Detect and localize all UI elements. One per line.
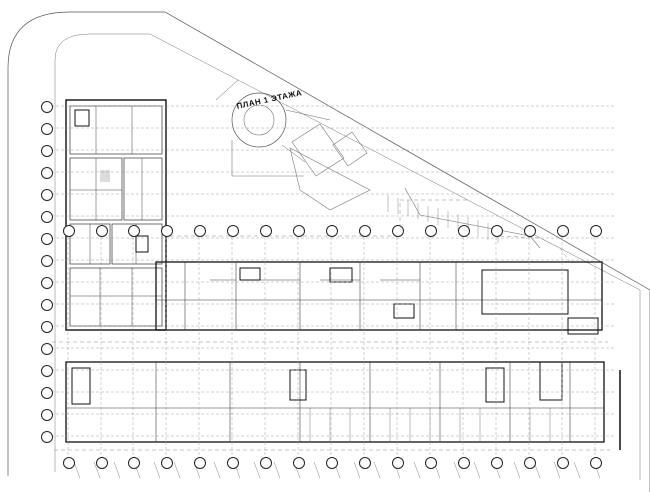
upper-horizontal-wing: [155, 261, 603, 335]
grid-bubble-left-10: [41, 299, 53, 311]
grid-bubble-top-12: [425, 225, 437, 237]
grid-bubble-top-2: [96, 225, 108, 237]
grid-bubble-top-5: [194, 225, 206, 237]
grid-bubble-bottom-8: [293, 457, 305, 469]
landscape-paths: [231, 123, 541, 249]
grid-bubble-bottom-11: [392, 457, 404, 469]
grid-bubble-top-17: [590, 225, 602, 237]
grid-bubble-bottom-17: [590, 457, 602, 469]
grid-bubble-top-1: [63, 225, 75, 237]
grid-bubble-bottom-15: [524, 457, 536, 469]
grid-bubble-bottom-2: [96, 457, 108, 469]
grid-bubble-top-7: [260, 225, 272, 237]
grid-bubble-bottom-9: [326, 457, 338, 469]
grid-bubble-left-15: [41, 409, 53, 421]
grid-bubble-top-13: [458, 225, 470, 237]
grid-bubble-left-6: [41, 211, 53, 223]
site-dashed-lines: [52, 199, 610, 451]
grid-bubble-top-9: [326, 225, 338, 237]
grid-bubble-top-3: [128, 225, 140, 237]
bottom-parking-stalls: [73, 461, 601, 479]
grid-bubble-bottom-16: [557, 457, 569, 469]
grid-bubble-bottom-12: [425, 457, 437, 469]
grid-bubble-left-2: [41, 123, 53, 135]
grid-bubble-top-8: [293, 225, 305, 237]
grid-bubble-top-6: [227, 225, 239, 237]
grid-bubble-bottom-6: [227, 457, 239, 469]
left-wing-building: [65, 99, 167, 331]
grid-bubble-left-13: [41, 365, 53, 377]
grid-bubble-left-5: [41, 189, 53, 201]
grid-bubble-bottom-5: [194, 457, 206, 469]
grid-bubble-top-15: [524, 225, 536, 237]
grid-bubble-left-1: [41, 101, 53, 113]
column-grid: [46, 105, 616, 462]
grid-bubble-left-12: [41, 343, 53, 355]
grid-bubble-bottom-4: [161, 457, 173, 469]
parking-stripes: [387, 195, 499, 243]
grid-bubble-top-4: [161, 225, 173, 237]
grid-bubble-left-16: [41, 431, 53, 443]
lower-horizontal-wing: [65, 361, 621, 450]
site-boundary: [7, 11, 650, 492]
grid-bubble-left-4: [41, 167, 53, 179]
grid-bubble-bottom-14: [491, 457, 503, 469]
grid-bubble-bottom-7: [260, 457, 272, 469]
grid-bubble-left-3: [41, 145, 53, 157]
grid-bubble-top-11: [392, 225, 404, 237]
grid-bubble-left-14: [41, 387, 53, 399]
grid-bubble-left-11: [41, 321, 53, 333]
grid-bubble-bottom-13: [458, 457, 470, 469]
grid-bubble-top-16: [557, 225, 569, 237]
grid-bubble-left-8: [41, 255, 53, 267]
grid-bubble-left-7: [41, 233, 53, 245]
grid-bubble-bottom-1: [63, 457, 75, 469]
grid-bubble-top-10: [359, 225, 371, 237]
grid-bubble-top-14: [491, 225, 503, 237]
circular-plaza: [215, 79, 331, 163]
site-road-edge: [54, 33, 641, 480]
grid-bubble-bottom-10: [359, 457, 371, 469]
grid-bubble-bottom-3: [128, 457, 140, 469]
grid-bubble-left-9: [41, 277, 53, 289]
